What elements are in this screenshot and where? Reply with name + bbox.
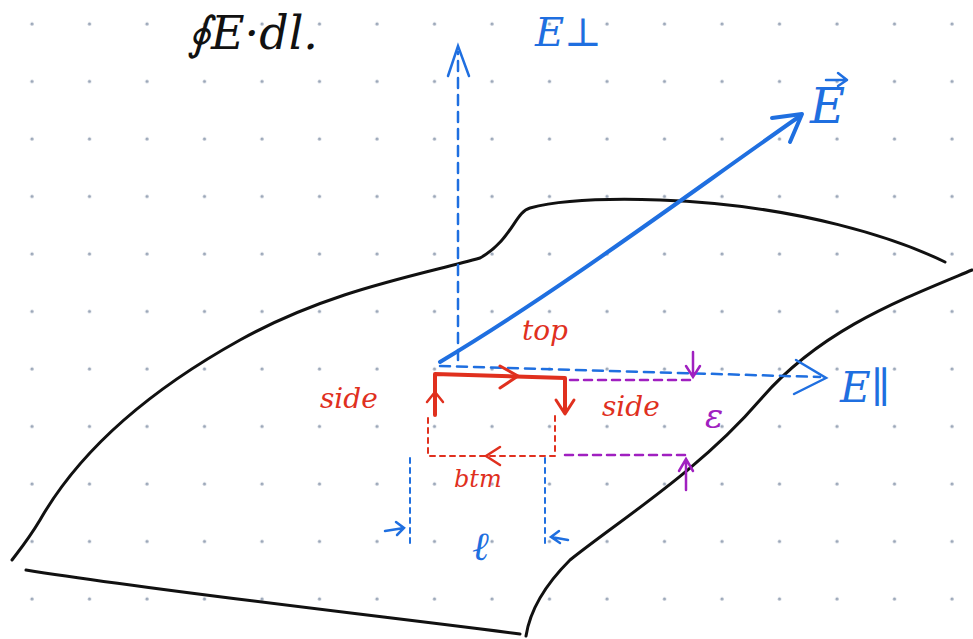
integral-label: ∮E·dl.	[185, 8, 320, 59]
e-vector-arrow	[440, 73, 847, 362]
e-vector-label: E	[808, 80, 847, 133]
side-label: side	[318, 384, 380, 415]
loop-upper	[427, 366, 574, 415]
surface-outline	[12, 199, 972, 636]
side-label: side	[600, 392, 662, 423]
length-label: ℓ	[470, 524, 491, 568]
epsilon-label: ε	[703, 398, 725, 435]
e-perp-label: E⊥	[533, 10, 604, 54]
top-label: top	[520, 316, 570, 347]
e-perp-arrow	[448, 46, 469, 360]
loop-lower	[428, 416, 555, 465]
bottom-label: btm	[452, 466, 504, 492]
e-parallel-label: E∥	[838, 365, 892, 411]
epsilon-marker	[565, 352, 700, 490]
